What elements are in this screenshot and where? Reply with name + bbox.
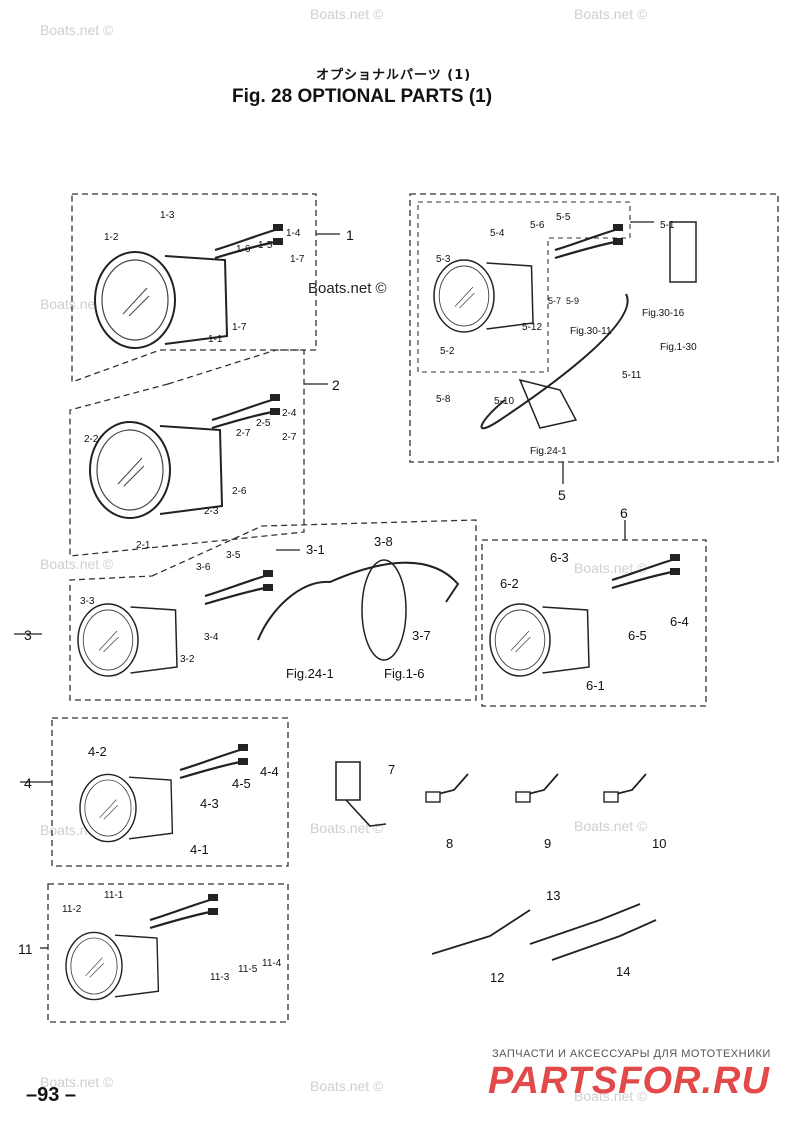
part-label: 11-5 — [238, 964, 258, 975]
part-label: 2-2 — [84, 434, 99, 445]
group-6: 6 6-3 6-2 6-4 6-5 6-1 — [481, 505, 707, 707]
ref-label: Fig.30-11 — [570, 326, 612, 337]
ref-label: Fig.30-16 — [642, 308, 685, 319]
watermark: Boats.net © — [40, 556, 114, 572]
part-label: 6-3 — [550, 550, 569, 565]
group-5: 5-1 5-4 5-6 5-5 5-3 5-7 5-9 5-12 Fig.30-… — [409, 193, 779, 503]
part-label: 7 — [388, 762, 395, 777]
title-japanese: オプショナルパーツ (1) — [316, 68, 472, 83]
part-label: 5-11 — [622, 370, 642, 381]
part-label: 3-6 — [196, 562, 211, 573]
part-label: 6-1 — [586, 678, 605, 693]
part-label: 5-6 — [530, 220, 545, 231]
part-label: 1-7 — [290, 254, 305, 265]
part-label: 2-5 — [256, 418, 271, 429]
part-label: 11-3 — [210, 972, 230, 983]
single-parts: 7 8 9 10 12 13 14 — [335, 761, 666, 985]
part-label: 12 — [490, 970, 504, 985]
part-label: 1-1 — [208, 334, 223, 345]
part-label: 3-7 — [412, 628, 431, 643]
part-label: 11-2 — [62, 904, 82, 915]
part-label: 5-1 — [660, 220, 675, 231]
part-label: 4-4 — [260, 764, 279, 779]
part-label: 10 — [652, 836, 666, 851]
part-label: 1-3 — [160, 210, 175, 221]
group-11: 11 11-1 11-2 11-3 11-5 11-4 — [18, 883, 289, 1023]
part-label: 1-2 — [104, 232, 119, 243]
part-label: 6-2 — [500, 576, 519, 591]
part-label: 3-8 — [374, 534, 393, 549]
brand-subtitle: ЗАПЧАСТИ И АКСЕССУАРЫ ДЛЯ МОТОТЕХНИКИ — [492, 1048, 771, 1060]
group-5-label: 5 — [558, 487, 566, 503]
part-label: 2-4 — [282, 408, 297, 419]
ref-label: Fig.24-1 — [286, 666, 334, 681]
part-label: 14 — [616, 964, 630, 979]
part-label: 3-3 — [80, 596, 95, 607]
part-label: 13 — [546, 888, 560, 903]
group-4: 4 4-2 4-4 4-5 4-3 4-1 — [20, 717, 289, 867]
part-label: 2-1 — [136, 540, 151, 551]
watermark: Boats.net © — [574, 560, 648, 576]
ref-label: Fig.1-30 — [660, 342, 697, 353]
part-label: 3-1 — [306, 542, 325, 557]
watermark: Boats.net © — [310, 6, 384, 22]
group-1-label: 1 — [346, 227, 354, 243]
part-label: 3-4 — [204, 632, 219, 643]
part-label: 4-1 — [190, 842, 209, 857]
watermark-dark: Boats.net © — [308, 280, 387, 297]
part-label: 5-2 — [440, 346, 455, 357]
group-1: 1 1-3 1-2 1-4 1-5 1-6 1-7 1-7 1-1 — [71, 193, 354, 383]
group-2-label: 2 — [332, 377, 340, 393]
watermark: Boats.net © — [40, 1074, 114, 1090]
group-4-label: 4 — [24, 775, 32, 791]
part-label: 4-3 — [200, 796, 219, 811]
part-label: 9 — [544, 836, 551, 851]
part-label: 5-7 — [548, 296, 561, 306]
part-label: 5-12 — [522, 322, 542, 333]
part-label: 5-4 — [490, 228, 505, 239]
brand-logo: PARTSFOR.RU — [488, 1060, 770, 1102]
watermark: Boats.net © — [574, 1088, 648, 1104]
group-11-label: 11 — [18, 941, 33, 957]
part-label: 5-8 — [436, 394, 451, 405]
part-label: 2-3 — [204, 506, 219, 517]
part-label: 3-2 — [180, 654, 195, 665]
part-label: 4-5 — [232, 776, 251, 791]
part-label: 11-1 — [104, 890, 124, 901]
part-label: 2-7 — [236, 428, 251, 439]
part-label: 8 — [446, 836, 453, 851]
group-3: 3 3-1 3-8 3-5 3-6 3-3 3-4 3-2 3-7 Fig.24… — [14, 519, 477, 701]
part-label: 1-5 — [258, 240, 273, 251]
watermark: Boats.net © — [310, 820, 384, 836]
ref-label: Fig.1-6 — [384, 666, 424, 681]
group-6-label: 6 — [620, 505, 628, 521]
part-label: 6-4 — [670, 614, 689, 629]
part-label: 1-6 — [236, 244, 251, 255]
ref-label: Fig.24-1 — [530, 446, 567, 457]
part-label: 2-7 — [282, 432, 297, 443]
part-label: 5-10 — [494, 396, 514, 407]
watermark: Boats.net © — [40, 22, 114, 38]
watermark: Boats.net © — [310, 1078, 384, 1094]
part-label: 1-4 — [286, 228, 301, 239]
page-title: Fig. 28 OPTIONAL PARTS (1) — [232, 86, 493, 107]
group-2: 2 2-2 2-4 2-5 2-7 2-7 2-6 2-3 2-1 — [69, 349, 340, 557]
group-3-label: 3 — [24, 627, 32, 643]
part-label: 5-3 — [436, 254, 451, 265]
part-label: 5-5 — [556, 212, 571, 223]
part-label: 1-7 — [232, 322, 247, 333]
part-label: 11-4 — [262, 958, 282, 969]
page-number: –93 – — [26, 1084, 77, 1106]
part-label: 4-2 — [88, 744, 107, 759]
watermark: Boats.net © — [574, 818, 648, 834]
part-label: 2-6 — [232, 486, 247, 497]
part-label: 6-5 — [628, 628, 647, 643]
part-label: 5-9 — [566, 296, 579, 306]
part-label: 3-5 — [226, 550, 241, 561]
watermark: Boats.net © — [574, 6, 648, 22]
